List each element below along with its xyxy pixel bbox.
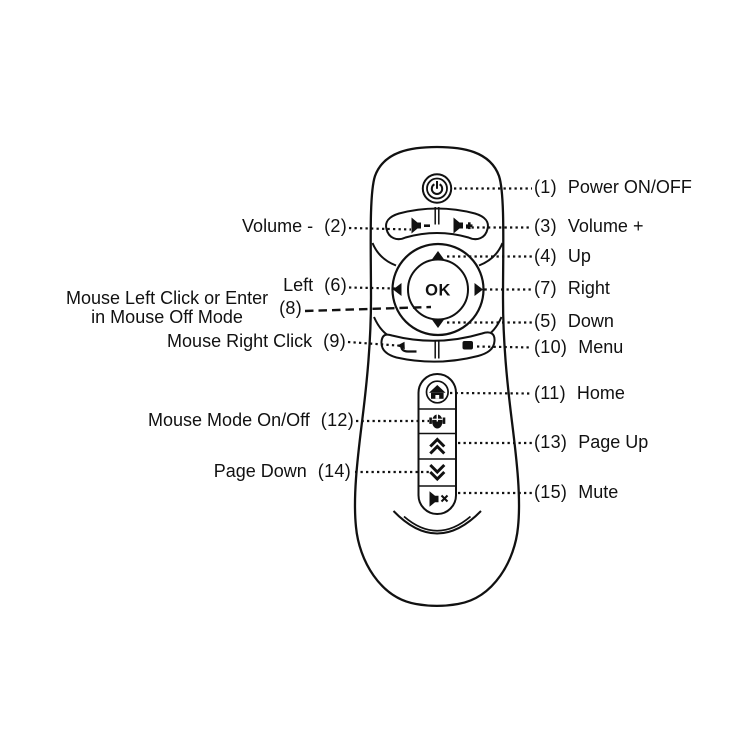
dpad: OK — [391, 242, 485, 337]
label-down: (5) Down — [534, 311, 614, 331]
leader-line-left — [348, 286, 397, 290]
label-up-num: (4) — [534, 246, 557, 266]
bottom-inner-arc — [403, 515, 472, 532]
back-icon — [396, 341, 417, 353]
upper-right-arc — [478, 242, 504, 267]
leader-line-volume-minus — [348, 226, 412, 231]
label-page-down: Page Down (14) — [214, 461, 351, 481]
leader-line-mouse-right-click — [347, 340, 405, 348]
power-button — [421, 173, 453, 204]
page-down-button — [429, 463, 446, 482]
mouse-icon — [429, 414, 446, 429]
home-button — [425, 380, 449, 404]
label-mouse-right-click-num: (9) — [323, 331, 346, 351]
label-mouse-left-click: Mouse Left Click or Enter in Mouse Off M… — [66, 289, 302, 327]
label-home-text: Home — [576, 383, 625, 403]
label-right: (7) Right — [534, 278, 610, 298]
label-mute-text: Mute — [578, 482, 619, 502]
label-mouse-right-click: Mouse Right Click (9) — [167, 331, 346, 351]
label-volume-minus-text: Volume - — [242, 216, 314, 236]
label-down-num: (5) — [534, 311, 557, 331]
power-icon — [430, 181, 444, 195]
label-right-text: Right — [567, 278, 610, 298]
label-menu-num: (10) — [534, 337, 568, 357]
label-up-text: Up — [567, 246, 591, 266]
label-mouse-mode: Mouse Mode On/Off (12) — [148, 410, 354, 430]
label-up: (4) Up — [534, 246, 591, 266]
label-power-num: (1) — [534, 177, 557, 197]
up-arrow-icon — [431, 251, 445, 260]
left-arrow-icon — [393, 283, 402, 296]
label-volume-minus-num: (2) — [324, 216, 347, 236]
down-arrow-icon — [431, 319, 445, 328]
label-page-up: (13) Page Up — [534, 432, 648, 452]
right-arrow-icon — [474, 283, 483, 296]
ok-label: OK — [425, 282, 451, 300]
label-mute-num: (15) — [534, 482, 568, 502]
mouse-mode-button — [429, 414, 446, 429]
label-volume-plus: (3) Volume + — [534, 216, 643, 236]
mute-icon — [429, 491, 449, 507]
label-home: (11) Home — [534, 383, 625, 403]
ok-button: OK — [407, 258, 469, 321]
home-icon — [429, 385, 446, 399]
page-up-button — [429, 437, 446, 455]
label-volume-plus-num: (3) — [534, 216, 557, 236]
label-home-num: (11) — [534, 383, 566, 403]
back-menu-rocker — [380, 331, 496, 363]
label-menu-text: Menu — [578, 337, 624, 357]
label-mouse-mode-text: Mouse Mode On/Off — [148, 410, 310, 430]
leader-line-menu — [476, 345, 533, 349]
page-up-icon — [429, 437, 446, 455]
volume-down-icon — [411, 217, 430, 234]
mute-button — [429, 491, 449, 507]
label-mouse-left-click-num: (8) — [279, 298, 302, 318]
label-page-down-num: (14) — [317, 461, 351, 481]
upper-left-arc — [371, 242, 397, 267]
label-volume-minus: Volume - (2) — [242, 216, 347, 236]
volume-up-icon — [453, 217, 473, 234]
label-volume-plus-text: Volume + — [567, 216, 644, 236]
button-column — [417, 373, 457, 515]
label-left: Left (6) — [283, 275, 347, 295]
label-mouse-right-click-text: Mouse Right Click — [167, 331, 313, 351]
label-page-down-text: Page Down — [213, 461, 307, 481]
label-mouse-left-click-text: Mouse Left Click or Enter in Mouse Off M… — [66, 288, 269, 327]
bottom-outer-arc — [392, 510, 482, 535]
label-page-up-num: (13) — [534, 432, 568, 452]
label-down-text: Down — [567, 311, 614, 331]
label-menu: (10) Menu — [534, 337, 623, 357]
label-power: (1) Power ON/OFF — [534, 177, 692, 197]
label-mute: (15) Mute — [534, 482, 618, 502]
label-page-up-text: Page Up — [578, 432, 649, 452]
menu-icon — [462, 341, 473, 350]
leader-line-mouse-left-click — [304, 305, 432, 313]
label-mouse-mode-num: (12) — [320, 410, 354, 430]
label-left-text: Left — [283, 275, 314, 295]
volume-rocker — [385, 207, 489, 241]
label-right-num: (7) — [534, 278, 557, 298]
page-down-icon — [429, 463, 446, 482]
label-left-num: (6) — [324, 275, 347, 295]
label-power-text: Power ON/OFF — [567, 177, 692, 197]
